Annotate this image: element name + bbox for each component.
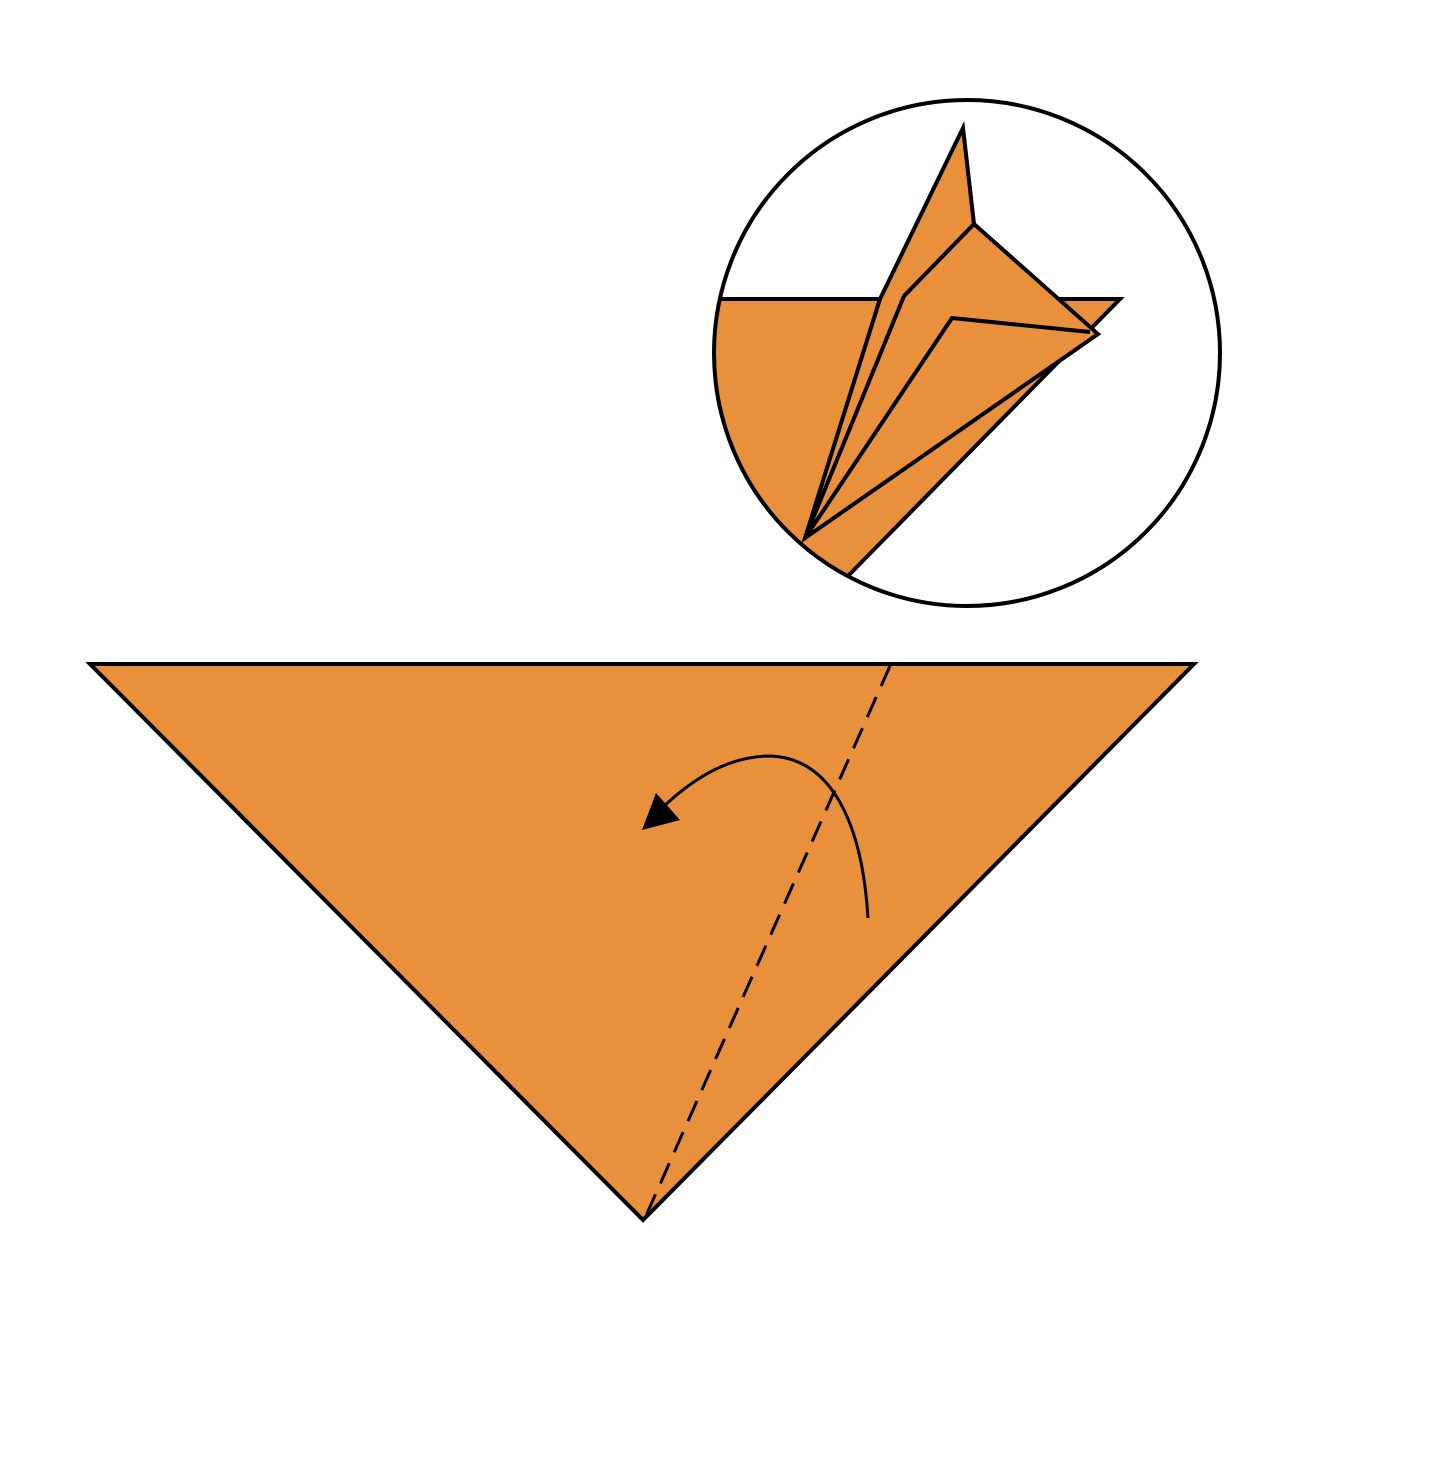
inset-flap-lower-layer <box>803 315 1091 540</box>
fold-arrow-head-icon <box>642 793 680 830</box>
inset-circle-outline <box>712 98 1222 608</box>
inset-folded-flap <box>801 120 1102 543</box>
fold-direction-arrow <box>656 754 870 919</box>
inset-detail <box>712 98 1222 608</box>
inset-flap-inner-crease <box>803 222 976 539</box>
main-paper-triangle <box>85 662 1199 1223</box>
inset-base-edge <box>714 297 1125 580</box>
main-step <box>85 662 1199 1223</box>
